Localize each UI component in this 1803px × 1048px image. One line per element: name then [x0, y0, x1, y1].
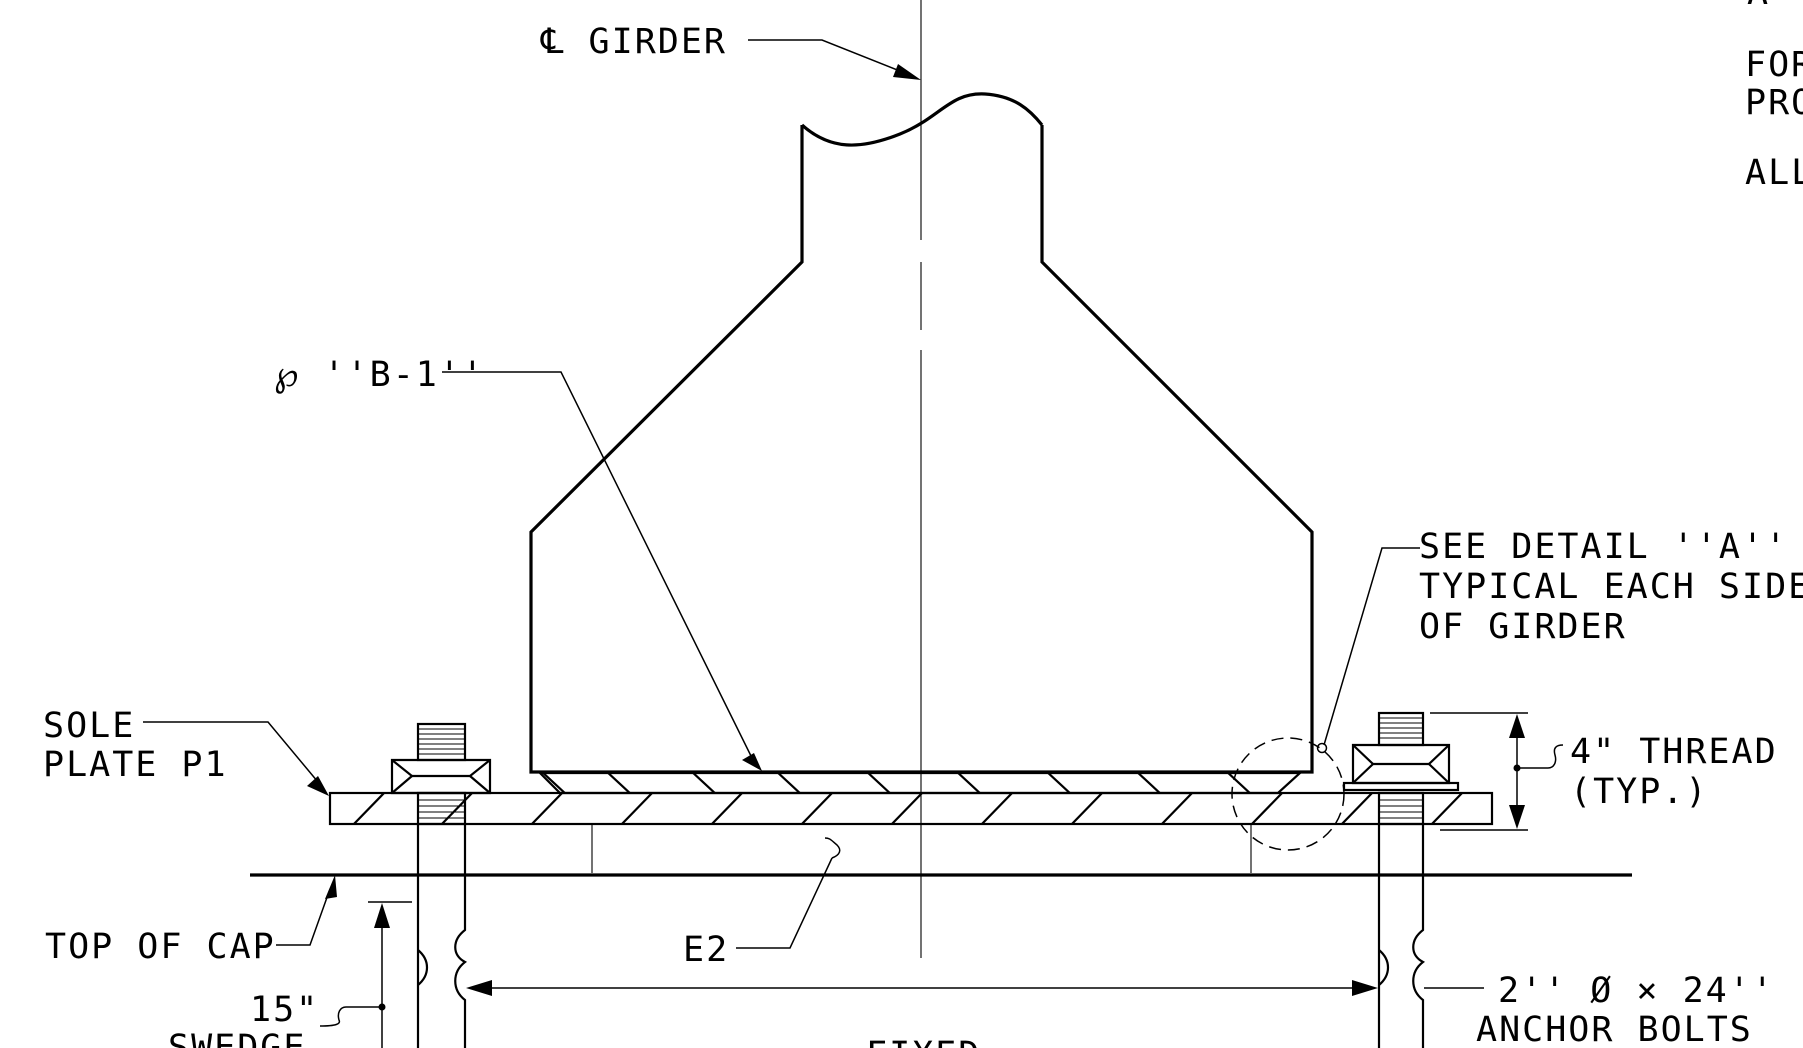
- detail-a-callout-circle: [1231, 737, 1345, 851]
- label-anchor-bolts-line1: 2'' Ø × 24'': [1498, 971, 1775, 1011]
- girder-break-line: [800, 92, 1044, 147]
- general-note-line4: ALL: [1745, 153, 1803, 193]
- label-detail-a-line2: TYPICAL EACH SIDE: [1419, 567, 1803, 607]
- label-anchor-bolts-line2: ANCHOR BOLTS: [1476, 1010, 1753, 1048]
- label-detail-a-line3: OF GIRDER: [1419, 607, 1627, 647]
- label-swedge-line1: 15": [250, 990, 319, 1030]
- sole-plate-p1: [328, 791, 1494, 826]
- label-fixed: FIXED: [866, 1035, 981, 1048]
- pad-e2: [591, 824, 1252, 873]
- label-thread-line1: 4" THREAD: [1570, 732, 1778, 772]
- dimension-lines: [368, 712, 1528, 1048]
- label-thread-line2: (TYP.): [1570, 772, 1708, 812]
- leader-lines: [143, 39, 1564, 1027]
- label-swedge-line2: SWEDGE: [168, 1028, 306, 1048]
- general-note-line3: PRO: [1745, 83, 1803, 123]
- label-sole-plate-line2: PLATE P1: [43, 745, 228, 785]
- label-sole-plate-line1: SOLE: [43, 706, 135, 746]
- label-cl-girder: ℄ GIRDER: [540, 22, 727, 62]
- left-anchor-bolt: [390, 722, 492, 1048]
- right-anchor-bolt: [1342, 711, 1460, 1048]
- general-note-line2: FOR: [1745, 45, 1803, 85]
- label-detail-a-line1: SEE DETAIL ''A'': [1419, 527, 1788, 567]
- label-plate-b1: ℘ ''B-1'': [274, 355, 485, 395]
- label-top-of-cap: TOP OF CAP: [45, 927, 276, 967]
- detail-a-marker-icon: [1316, 742, 1328, 754]
- general-note-line1: A: [1747, 0, 1770, 13]
- label-e2: E2: [683, 930, 729, 970]
